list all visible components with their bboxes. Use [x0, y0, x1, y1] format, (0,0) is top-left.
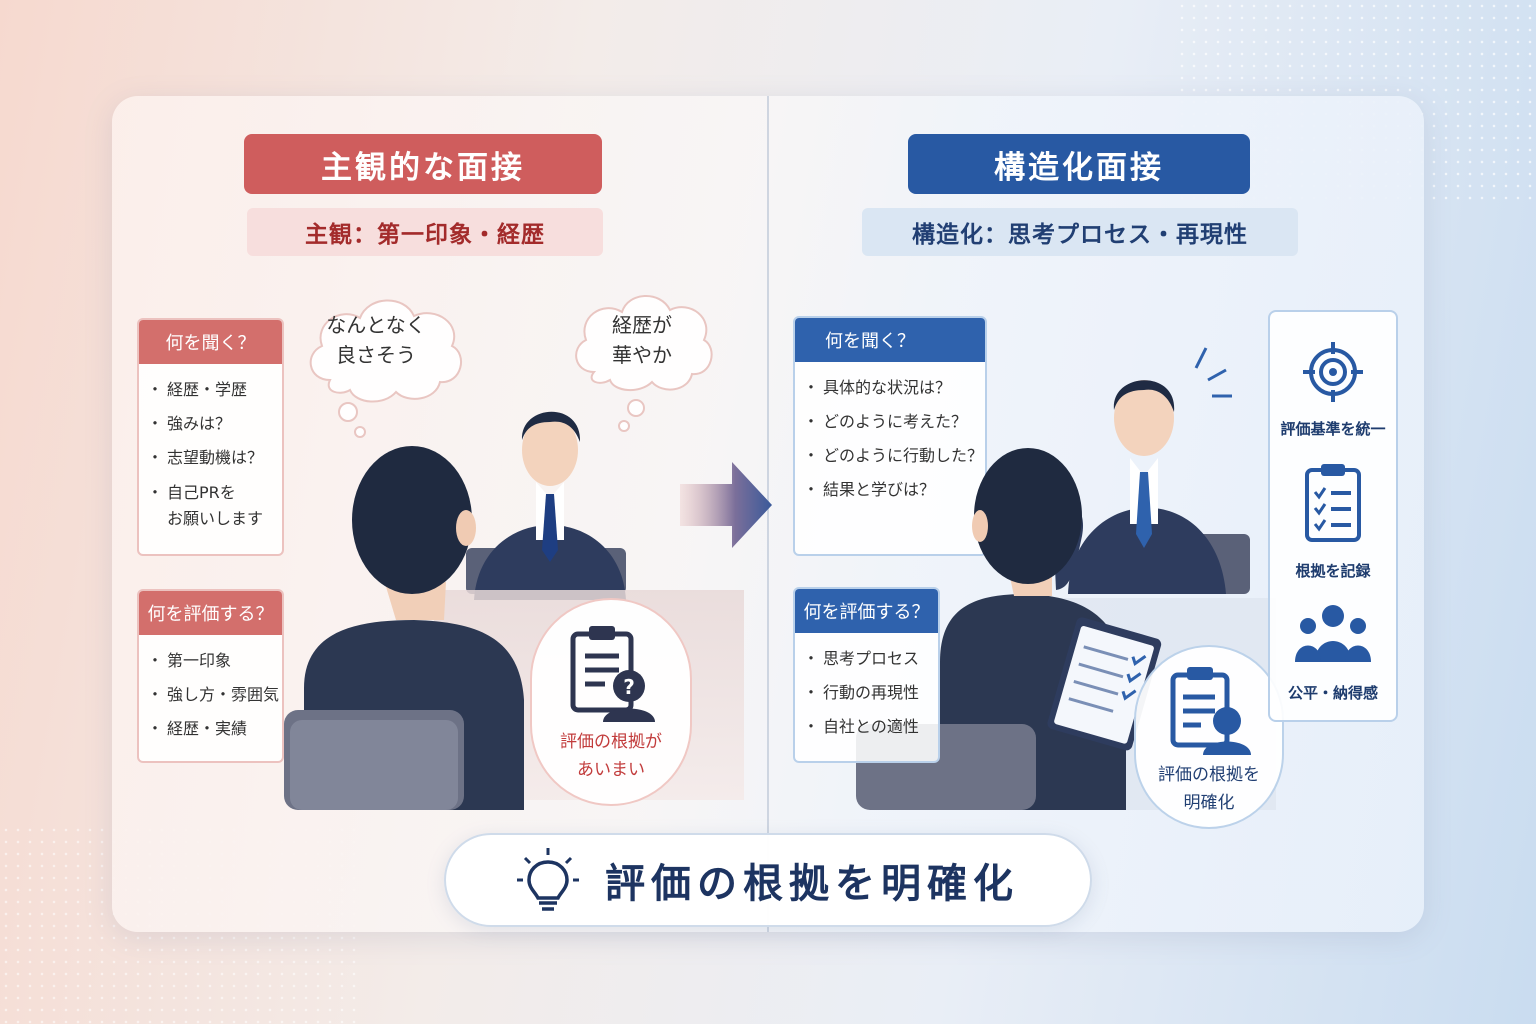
eval-line: 明確化: [1183, 793, 1235, 813]
thought-line: 良さそう: [336, 343, 416, 367]
left-ask-card-title: 何を聞く？: [139, 320, 282, 364]
right-eval-card-title: 何を評価する？: [795, 589, 938, 633]
right-ask-card: 何を聞く？ 具体的な状況は？ どのように考えた？ どのように行動した？ 結果と学…: [793, 316, 987, 556]
thought-cloud-1-text: なんとなく 良さそう: [318, 310, 434, 370]
left-eval-card-title: 何を評価する？: [139, 591, 282, 635]
list-item: 具体的な状況は？: [803, 376, 985, 400]
left-evaluation-text: 評価の根拠が あいまい: [560, 728, 662, 784]
conclusion-banner: 評価の根拠を明確化: [444, 833, 1092, 927]
left-interview-scene: [284, 411, 744, 810]
list-item: 思考プロセス: [803, 647, 938, 671]
clipboard-person-icon: [1170, 667, 1251, 755]
transition-arrow-icon: [680, 462, 772, 548]
feature-record: 根拠を記録: [1270, 462, 1396, 581]
right-evaluation-text: 評価の根拠を 明確化: [1158, 761, 1260, 817]
list-item: 結果と学びは？: [803, 478, 985, 502]
feature-label: 評価基準を統一: [1280, 420, 1386, 438]
left-heading: 主観的な面接: [244, 134, 602, 194]
target-icon: [1303, 342, 1363, 402]
lightbulb-icon: [517, 848, 579, 911]
left-eval-list: 第一印象 強し方・雰囲気 経歴・実績: [139, 635, 282, 741]
thought-line: なんとなく: [326, 313, 426, 337]
list-item: どのように行動した？: [803, 444, 985, 468]
right-ask-list: 具体的な状況は？ どのように考えた？ どのように行動した？ 結果と学びは？: [795, 362, 985, 502]
thought-cloud-1: [309, 299, 462, 438]
left-ask-list: 経歴・学歴 強みは？ 志望動機は？ 自己PRを お願いします: [139, 364, 282, 532]
list-item: 自社との適性: [803, 715, 938, 739]
people-icon: [1295, 605, 1371, 662]
left-ask-card: 何を聞く？ 経歴・学歴 強みは？ 志望動機は？ 自己PRを お願いします: [137, 318, 284, 556]
eval-line: 評価の根拠を: [1158, 765, 1260, 785]
list-item: どのように考えた？: [803, 410, 985, 434]
left-subheading: 主観：第一印象・経歴: [247, 208, 603, 256]
feature-label: 公平・納得感: [1287, 684, 1378, 702]
center-divider: [767, 96, 769, 932]
thought-cloud-2-text: 経歴が 華やか: [586, 310, 698, 370]
checklist-icon: [1305, 464, 1361, 542]
left-eval-card: 何を評価する？ 第一印象 強し方・雰囲気 経歴・実績: [137, 589, 284, 763]
feature-label: 根拠を記録: [1295, 562, 1371, 580]
list-item-line: 自己PRを: [167, 483, 236, 502]
right-ask-card-title: 何を聞く？: [795, 318, 985, 362]
features-column: 評価基準を統一 根拠を記録 公平・納得感: [1268, 310, 1398, 722]
feature-fairness: 公平・納得感: [1270, 602, 1396, 703]
right-evaluation-note: 評価の根拠を 明確化: [1134, 645, 1284, 829]
thought-line: 華やか: [612, 343, 672, 367]
list-item: 第一印象: [147, 649, 282, 673]
right-eval-card: 何を評価する？ 思考プロセス 行動の再現性 自社との適性: [793, 587, 940, 763]
right-subheading: 構造化：思考プロセス・再現性: [862, 208, 1298, 256]
list-item: 経歴・学歴: [147, 378, 282, 402]
svg-text:?: ?: [623, 675, 635, 699]
left-evaluation-note: ? 評価の根拠が あいまい: [530, 598, 692, 806]
list-item: 自己PRを お願いします: [147, 480, 282, 532]
clipboard-question-icon: ?: [570, 626, 655, 722]
feature-unify: 評価基準を統一: [1270, 340, 1396, 439]
eval-line: 評価の根拠が: [560, 732, 662, 752]
list-item-line: お願いします: [167, 509, 264, 528]
list-item: 行動の再現性: [803, 681, 938, 705]
right-eval-list: 思考プロセス 行動の再現性 自社との適性: [795, 633, 938, 739]
list-item: 強みは？: [147, 412, 282, 436]
thought-line: 経歴が: [612, 313, 672, 337]
eval-line: あいまい: [577, 760, 645, 780]
thought-cloud-2: [575, 295, 713, 432]
conclusion-title: 評価の根拠を明確化: [605, 861, 1019, 907]
list-item: 志望動機は？: [147, 446, 282, 470]
list-item: 強し方・雰囲気: [147, 683, 282, 707]
right-heading: 構造化面接: [908, 134, 1250, 194]
list-item: 経歴・実績: [147, 717, 282, 741]
